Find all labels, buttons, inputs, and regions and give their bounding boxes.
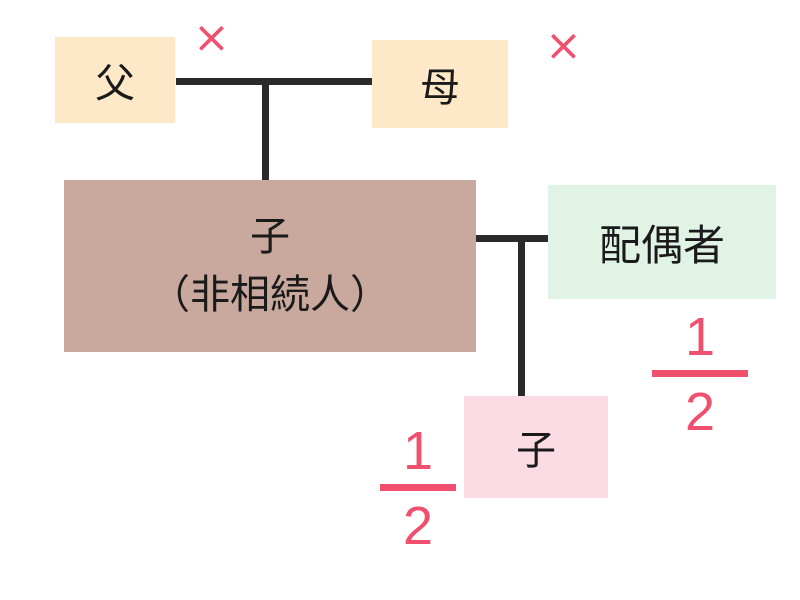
fraction-bar: [652, 370, 748, 377]
grandchild-box: 子: [464, 396, 608, 498]
fraction-bar: [380, 484, 456, 491]
child-spouse-marriage-line: [474, 235, 550, 242]
parents-marriage-line: [176, 78, 376, 85]
mother-deceased-mark: ×: [545, 20, 582, 71]
spouse-share-denominator: 2: [684, 382, 716, 442]
father-box: 父: [55, 37, 175, 123]
spouse-label: 配偶者: [598, 220, 725, 270]
spouse-share-numerator: 1: [684, 307, 716, 367]
spouse-box: 配偶者: [548, 185, 776, 299]
child-box: 子 （非相続人）: [64, 180, 476, 352]
child-label: 子: [250, 214, 290, 260]
mother-label: 母: [420, 65, 460, 111]
spouse-share-fraction: 1 2: [652, 310, 748, 439]
grandchild-share-fraction: 1 2: [380, 424, 456, 553]
grandchild-label: 子: [516, 428, 556, 474]
parents-to-child-line: [262, 82, 269, 182]
grandchild-share-numerator: 1: [402, 421, 434, 481]
mother-box: 母: [372, 40, 508, 128]
child-non-heir-note: （非相続人）: [150, 272, 390, 318]
grandchild-share-denominator: 2: [402, 496, 434, 556]
father-deceased-mark: ×: [193, 12, 230, 63]
father-label: 父: [95, 61, 135, 107]
couple-to-grandchild-line: [518, 238, 525, 398]
